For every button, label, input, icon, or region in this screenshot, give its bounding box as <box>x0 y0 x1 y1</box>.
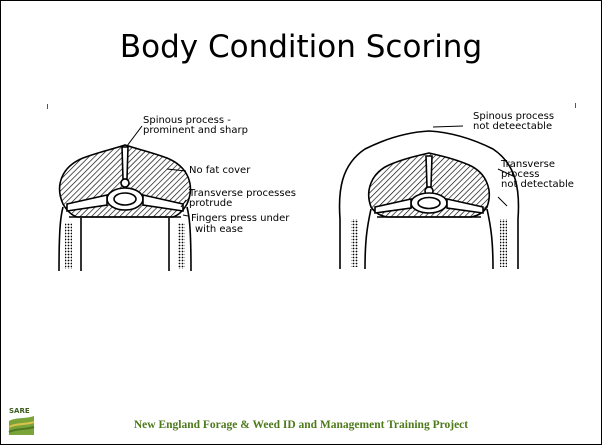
fat-cross-section <box>339 131 518 269</box>
label-not-detectable-transverse: not detectable <box>501 179 574 190</box>
footer-text: New England Forage & Weed ID and Managem… <box>1 419 601 431</box>
label-prominent-sharp: prominent and sharp <box>143 125 248 136</box>
thin-cross-section <box>59 145 191 271</box>
label-protrude: protrude <box>189 198 232 209</box>
logo-text: SARE <box>9 407 30 415</box>
label-with-ease: with ease <box>195 224 243 235</box>
label-no-fat-cover: No fat cover <box>189 165 250 176</box>
label-fingers-press: Fingers press under <box>191 213 289 224</box>
label-not-detectable-spinous: not deteectable <box>473 121 552 132</box>
